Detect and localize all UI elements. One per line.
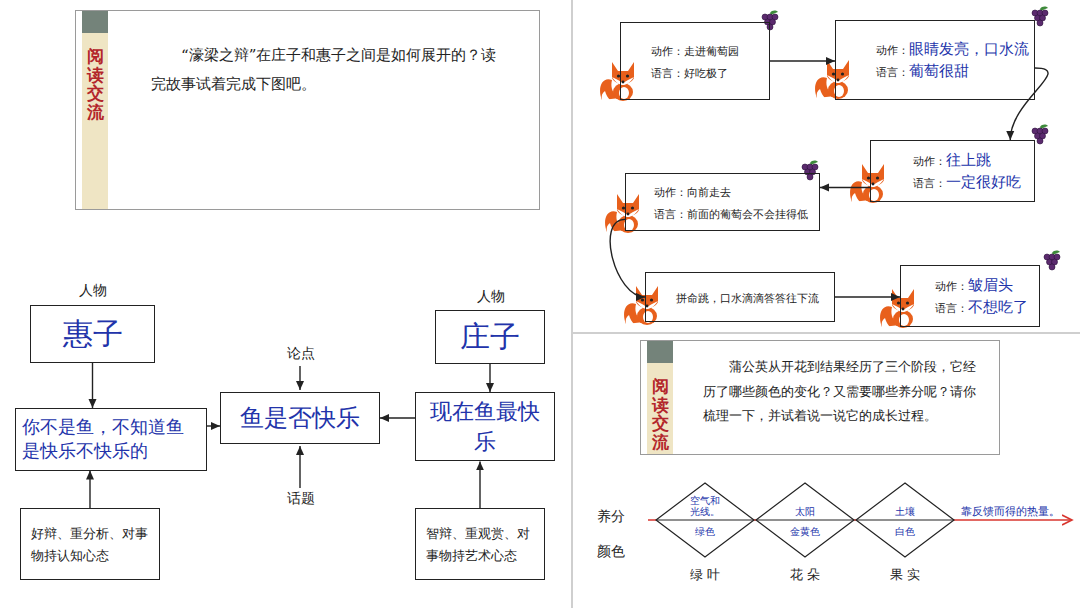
- node-text: 阅读交流: [652, 377, 669, 452]
- diamond-outline: [855, 482, 955, 558]
- flow-arrow: [380, 417, 415, 418]
- node-text: 太阳: [789, 506, 821, 517]
- node-text: 现在鱼最快乐: [430, 399, 540, 454]
- node-text: 动作：: [913, 155, 946, 168]
- node-text: 好辩、重分析、对事物持认知心态: [31, 526, 148, 563]
- fox-figure: [600, 62, 634, 101]
- node-text: 语言：: [935, 302, 968, 315]
- flow-arrow: [610, 219, 645, 297]
- node-text: “濠梁之辩”在庄子和惠子之间是如何展开的？读完故事试着完成下图吧。: [151, 41, 509, 98]
- story-step-box: 动作：向前走去语言：前面的葡萄会不会挂得低: [625, 173, 820, 231]
- fox-figure: [880, 289, 914, 328]
- grape-icon: [762, 11, 778, 30]
- node-text: 葡萄很甜: [909, 62, 969, 80]
- node-text: 皱眉头: [968, 276, 1013, 294]
- stage-diamond: 土壤白色: [855, 482, 955, 558]
- stage-diamond: 空气和光线。绿色: [655, 482, 755, 558]
- free-label: 论点: [286, 345, 316, 363]
- node-text: 空气和光线。: [689, 495, 721, 517]
- free-label: 花 朵: [789, 566, 821, 584]
- fox-figure: [850, 164, 884, 203]
- stage-diamond: 太阳金黄色: [755, 482, 855, 558]
- fox-figure: [815, 60, 849, 99]
- reading-box: “濠梁之辩”在庄子和惠子之间是如何展开的？读完故事试着完成下图吧。 阅读交流: [75, 10, 540, 210]
- node-text: 语言：: [876, 66, 909, 79]
- node-text: 动作：走进葡萄园: [651, 45, 739, 58]
- node-text: 语言：好吃极了: [651, 67, 728, 80]
- flow-arrow: [1010, 68, 1048, 140]
- node-text: 拼命跳，口水滴滴答答往下流: [676, 292, 819, 305]
- reading-box: 蒲公英从开花到结果经历了三个阶段，它经历了哪些颜色的变化？又需要哪些养分呢？请你…: [640, 340, 1000, 455]
- story-step-box: 拼命跳，口水滴滴答答往下流: [645, 272, 835, 322]
- fox-figure: [605, 194, 639, 233]
- fox-figure: [624, 286, 658, 325]
- person-box: 庄子: [435, 310, 545, 364]
- node-text: 鱼是否快乐: [240, 404, 360, 432]
- free-label: 养分: [596, 508, 626, 526]
- flow-arrow: [820, 187, 870, 188]
- node-text: 动作：: [876, 44, 909, 57]
- leader-arrow: [299, 366, 300, 390]
- trait-box: 好辩、重分析、对事物持认知心态: [20, 508, 160, 580]
- node-text: 庄子: [460, 319, 520, 354]
- reading-tag: 阅读交流: [647, 341, 673, 454]
- grape-icon: [1044, 251, 1060, 270]
- free-label: 人物: [476, 288, 506, 306]
- node-text: 阅读交流: [87, 47, 104, 122]
- argument-box: 现在鱼最快乐: [415, 392, 555, 461]
- panel-divider: [571, 0, 573, 608]
- flow-arrow: [92, 363, 93, 408]
- free-label: 颜色: [596, 543, 626, 561]
- node-text: 蒲公英从开花到结果经历了三个阶段，它经历了哪些颜色的变化？又需要哪些养分呢？请你…: [703, 355, 983, 429]
- grape-icon: [802, 161, 818, 180]
- flow-arrow: [479, 461, 480, 508]
- node-text: 动作：: [935, 280, 968, 293]
- node-text: 白色: [895, 526, 915, 537]
- free-label: 果 实: [889, 566, 921, 584]
- flow-arrow: [207, 425, 220, 426]
- node-text: 惠子: [63, 316, 123, 351]
- node-text: 一定很好吃: [946, 173, 1021, 191]
- story-step-box: 动作：皱眉头语言：不想吃了: [900, 265, 1040, 327]
- node-text: 语言：前面的葡萄会不会挂得低: [654, 208, 808, 221]
- node-text: 眼睛发亮，口水流: [909, 40, 1029, 58]
- diamond-outline: [755, 482, 855, 558]
- argument-box: 你不是鱼，不知道鱼是快乐不快乐的: [15, 408, 207, 471]
- topic-box: 鱼是否快乐: [220, 392, 380, 444]
- leader-arrow: [299, 446, 300, 488]
- free-label: 话题: [286, 490, 316, 508]
- node-text: 金黄色: [790, 526, 820, 537]
- node-text: 动作：向前走去: [654, 186, 731, 199]
- node-text: 不想吃了: [968, 298, 1028, 316]
- free-label: 绿 叶: [689, 566, 721, 584]
- flow-arrow: [489, 364, 490, 392]
- free-label: 人物: [78, 282, 108, 300]
- node-text: 智辩、重观赏、对事物持艺术心态: [426, 526, 530, 563]
- free-label: 靠反馈而得的热量。: [960, 504, 1061, 519]
- flow-arrow: [770, 60, 835, 61]
- flow-arrow: [835, 296, 900, 297]
- trait-box: 智辩、重观赏、对事物持艺术心态: [415, 508, 545, 580]
- person-box: 惠子: [30, 305, 155, 363]
- story-step-box: 动作：走进葡萄园语言：好吃极了: [620, 22, 770, 100]
- story-step-box: 动作：往上跳语言：一定很好吃: [870, 140, 1035, 202]
- node-text: 语言：: [913, 177, 946, 190]
- node-text: 你不是鱼，不知道鱼是快乐不快乐的: [22, 416, 184, 461]
- panel-divider: [572, 332, 1080, 334]
- node-text: 土壤: [889, 506, 921, 517]
- node-text: 绿色: [695, 526, 715, 537]
- node-text: 往上跳: [946, 151, 991, 169]
- diamond-outline: [655, 482, 755, 558]
- flow-arrow: [89, 471, 90, 508]
- reading-tag: 阅读交流: [82, 11, 108, 209]
- story-step-box: 动作：眼睛发亮，口水流语言：葡萄很甜: [835, 20, 1035, 100]
